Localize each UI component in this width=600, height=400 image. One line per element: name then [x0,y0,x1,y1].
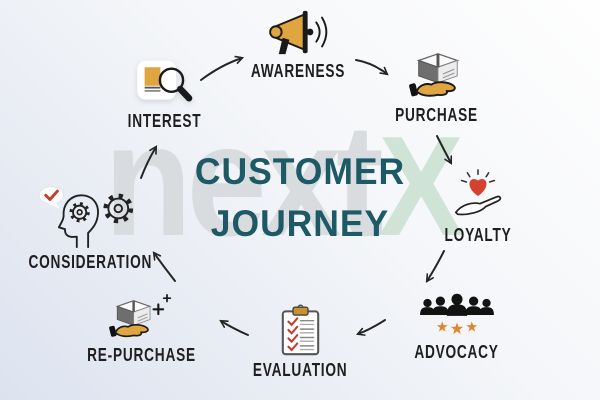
stage-purchase: PURCHASE [382,48,492,126]
stage-awareness: AWARENESS [235,8,361,82]
title-line-1: CUSTOMER [194,151,406,192]
hand-holding-box-icon [408,48,466,102]
stage-label-purchase: PURCHASE [395,105,479,125]
stage-label-awareness: AWARENESS [250,61,346,81]
document-magnifier-icon [135,58,195,108]
megaphone-icon [267,8,329,58]
stage-label-advocacy: ADVOCACY [414,342,500,362]
people-with-stars-icon [418,291,496,339]
stage-label-evaluation: EVALUATION [252,360,348,380]
stage-re-purchase: RE-PURCHASE [72,290,210,366]
head-profile [57,194,99,249]
stage-evaluation: EVALUATION [246,303,354,381]
stage-consideration: CONSIDERATION [10,183,170,273]
large-gear [103,193,134,224]
check-mark [44,189,59,201]
stage-label-consideration: CONSIDERATION [28,252,152,272]
hand-holding-box-plus-icon [108,290,174,342]
stage-advocacy: ADVOCACY [400,291,514,363]
arrow-evaluation-to-re-purchase [219,319,249,336]
heart-on-hand-icon [446,168,510,222]
page-title: CUSTOMER JOURNEY [0,146,600,250]
head-with-gears-icon [34,183,146,249]
watermark-next-text: next [104,90,384,269]
checklist-clipboard-icon [278,303,323,357]
stage-label-loyalty: LOYALTY [444,225,512,245]
title-line-2: JOURNEY [210,203,390,244]
stage-interest: INTEREST [107,58,223,132]
plus-signs [152,293,172,316]
stage-label-interest: INTEREST [128,111,202,131]
small-gear [69,202,90,223]
stage-label-re-purchase: RE-PURCHASE [86,345,196,365]
stage-loyalty: LOYALTY [424,168,532,246]
arrow-advocacy-to-evaluation [355,319,386,336]
